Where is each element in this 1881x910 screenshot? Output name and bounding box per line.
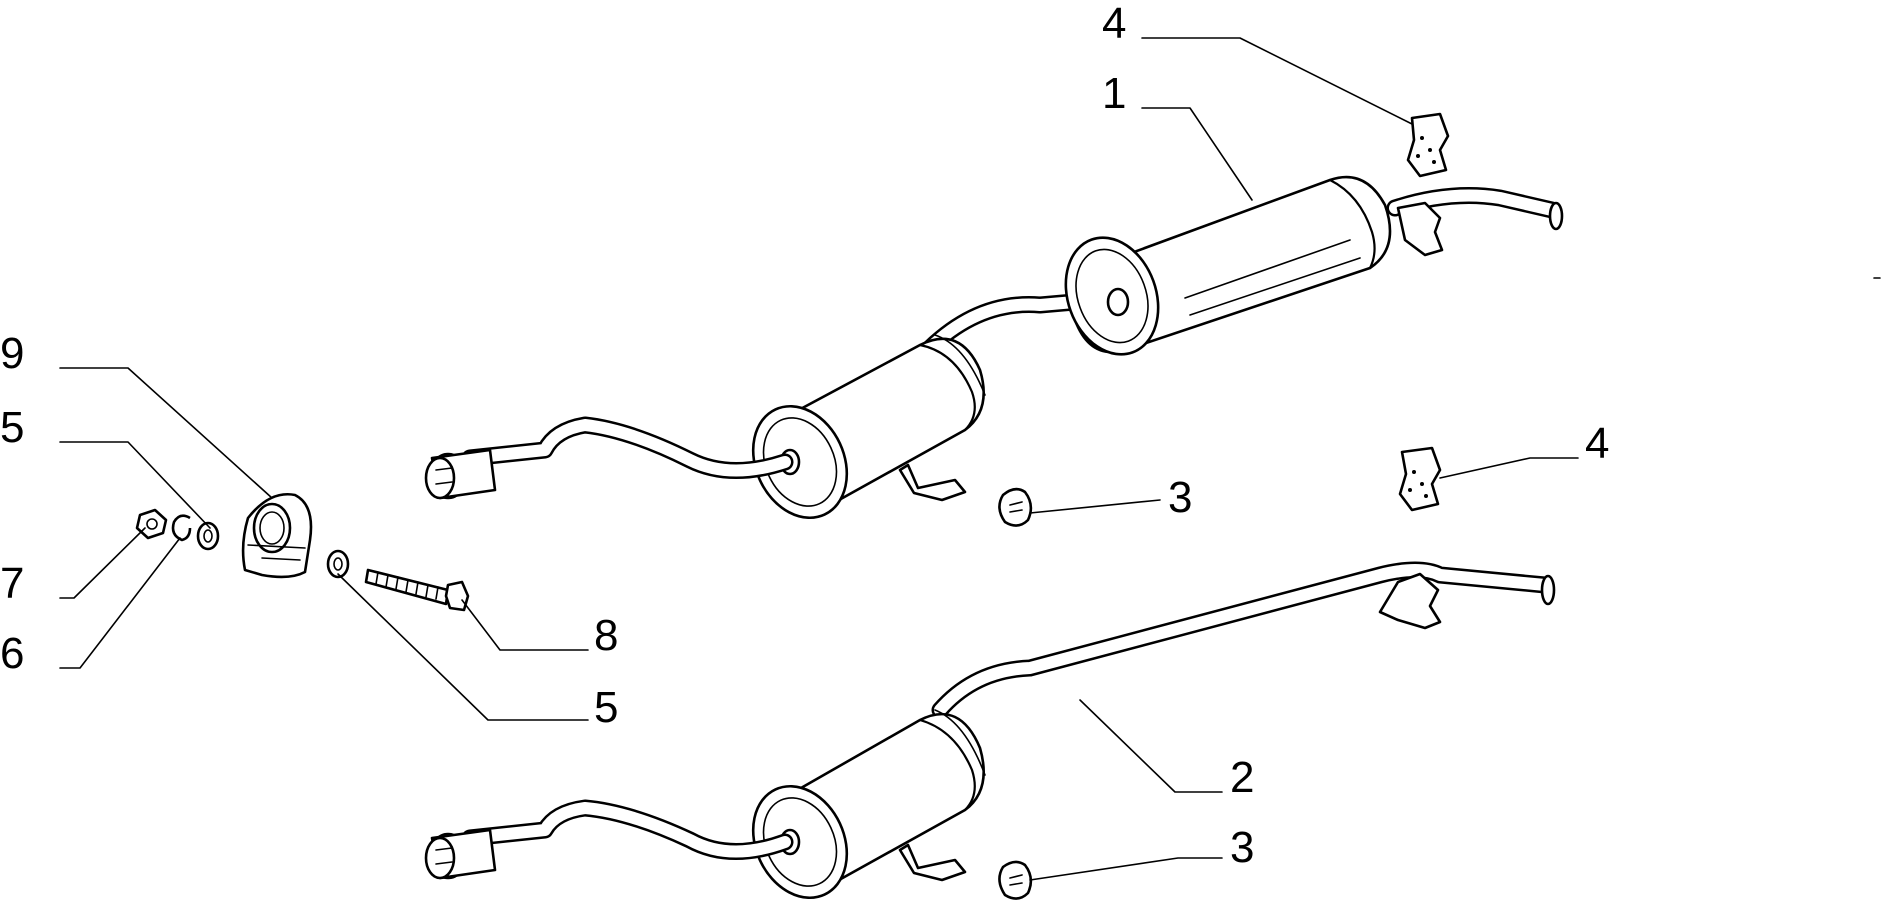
callout-2: 2: [1230, 753, 1254, 802]
bolt-8: [364, 568, 470, 612]
nut-7: [135, 508, 168, 540]
washer-5a: [196, 521, 220, 551]
callout-labels: 4 1 3 4 9 5 7 6 8 5 2 3: [0, 0, 1609, 872]
rubber-hanger-4a: [1406, 112, 1450, 178]
long-pipe-2: [931, 561, 1554, 719]
leader-lines: [59, 37, 1579, 881]
rubber-hanger-4b: [1398, 446, 1442, 512]
callout-4-right: 4: [1585, 419, 1609, 468]
rubber-mount-3a: [998, 487, 1033, 527]
callout-3-upper: 3: [1168, 473, 1192, 522]
hanger-tab-1: [898, 463, 967, 502]
callout-1: 1: [1102, 69, 1126, 118]
rubber-mount-3b: [998, 860, 1033, 900]
callout-6: 6: [0, 629, 24, 678]
spring-washer-6: [171, 514, 192, 542]
hanger-tab-2: [898, 843, 967, 882]
hanger-bracket-2: [1378, 572, 1442, 630]
clamp-bracket-9: [241, 492, 313, 579]
callout-5-right: 5: [594, 683, 618, 732]
callout-8: 8: [594, 611, 618, 660]
callout-7: 7: [0, 559, 24, 608]
callout-3-lower: 3: [1230, 823, 1254, 872]
washer-5b: [326, 549, 350, 579]
exhaust-assembly-2: [424, 561, 1556, 900]
hanger-bracket-1: [1396, 201, 1444, 257]
callout-5-left: 5: [0, 403, 24, 452]
callout-9: 9: [0, 329, 24, 378]
exhaust-assembly-1: [424, 175, 1564, 520]
callout-4-top: 4: [1102, 0, 1126, 48]
